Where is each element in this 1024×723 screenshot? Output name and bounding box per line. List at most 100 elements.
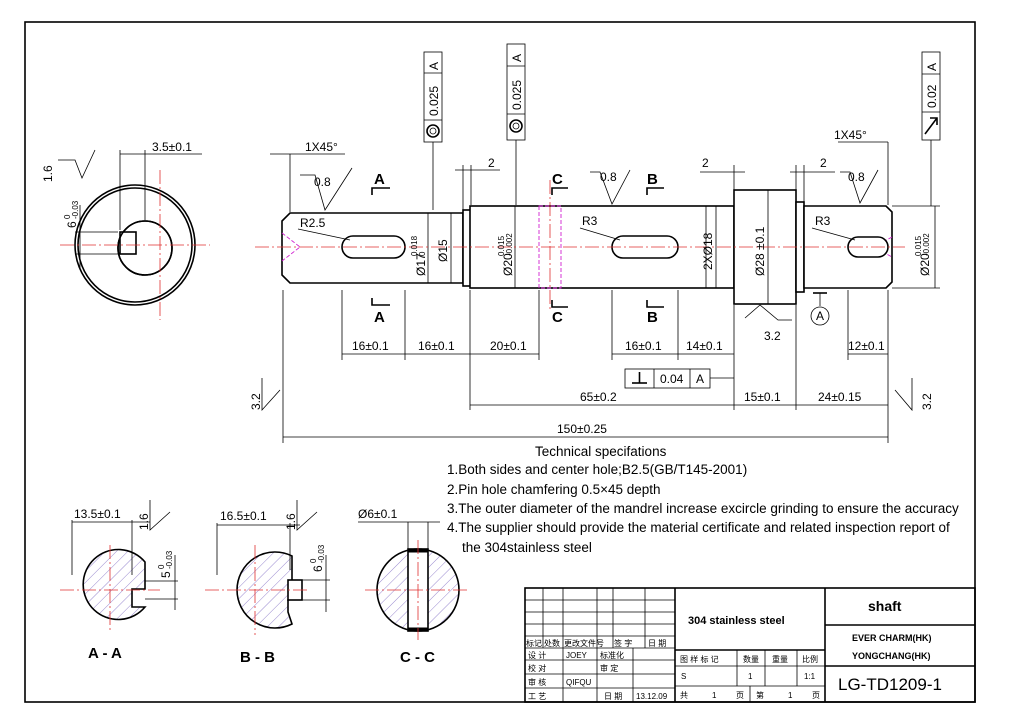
svg-text:-0.002: -0.002 xyxy=(922,233,931,256)
svg-text:12±0.1: 12±0.1 xyxy=(848,339,885,353)
svg-text:A: A xyxy=(427,62,441,70)
section-marks: A A C C B B xyxy=(371,171,664,326)
svg-text:签 字: 签 字 xyxy=(614,638,632,648)
section-view-cc: Ø6±0.1 C - C xyxy=(358,507,470,666)
svg-text:0.025: 0.025 xyxy=(510,80,524,110)
svg-text:0.02: 0.02 xyxy=(925,84,939,108)
svg-text:-0.03: -0.03 xyxy=(317,544,326,563)
svg-text:20±0.1: 20±0.1 xyxy=(490,339,527,353)
svg-text:1X45°: 1X45° xyxy=(834,128,867,142)
svg-text:16.5±0.1: 16.5±0.1 xyxy=(220,509,267,523)
svg-text:1.6: 1.6 xyxy=(41,165,55,182)
svg-text:24±0.15: 24±0.15 xyxy=(818,390,862,404)
svg-text:数量: 数量 xyxy=(743,654,759,664)
svg-text:更改文件号: 更改文件号 xyxy=(564,638,604,648)
svg-text:审 核: 审 核 xyxy=(528,677,546,687)
section-a-top: A xyxy=(374,171,385,188)
svg-text:3.2: 3.2 xyxy=(920,393,934,410)
spec-title: Technical specifations xyxy=(535,444,667,459)
part-name: shaft xyxy=(868,598,902,614)
auditor-name: QIFQU xyxy=(566,678,592,687)
end-view: 3.5±0.1 6 0 -0.03 1.6 xyxy=(41,140,210,320)
svg-text:3.2: 3.2 xyxy=(764,329,781,343)
svg-text:1: 1 xyxy=(712,691,717,700)
dim-end-6: 6 xyxy=(65,221,79,228)
designer-name: JOEY xyxy=(566,651,588,660)
section-a-bottom: A xyxy=(374,309,385,326)
svg-text:设 计: 设 计 xyxy=(528,650,546,660)
r3-mid-label: R3 xyxy=(582,214,598,228)
svg-text:0: 0 xyxy=(309,558,318,563)
svg-text:比例: 比例 xyxy=(802,654,818,664)
section-c-top: C xyxy=(552,171,563,188)
svg-text:日 期: 日 期 xyxy=(648,639,666,648)
svg-text:-0.03: -0.03 xyxy=(71,200,80,219)
shaft-main-view xyxy=(255,180,940,310)
svg-text:1:1: 1:1 xyxy=(804,672,816,681)
svg-text:Ø15: Ø15 xyxy=(436,239,450,262)
company-1: EVER CHARM(HK) xyxy=(852,633,932,643)
svg-text:Ø20: Ø20 xyxy=(501,253,515,276)
svg-text:A: A xyxy=(925,63,939,71)
svg-text:日 期: 日 期 xyxy=(604,692,622,701)
top-dimensions: 1X45° 1X45° 2 2 2 xyxy=(270,128,889,212)
svg-text:0.018: 0.018 xyxy=(410,235,419,256)
svg-text:0.04: 0.04 xyxy=(660,372,684,386)
sheet-border xyxy=(24,21,976,703)
drawing-date: 13.12.09 xyxy=(636,692,668,701)
svg-text:16±0.1: 16±0.1 xyxy=(352,339,389,353)
length-dimensions: 16±0.1 16±0.1 20±0.1 16±0.1 14±0.1 12±0.… xyxy=(282,290,889,443)
material: 304 stainless steel xyxy=(688,615,785,627)
svg-text:2: 2 xyxy=(488,156,495,170)
svg-text:3.The outer diameter of the ma: 3.The outer diameter of the mandrel incr… xyxy=(447,501,959,516)
svg-text:2: 2 xyxy=(702,156,709,170)
section-c-bottom: C xyxy=(552,309,563,326)
svg-text:2.Pin hole chamfering 0.5×45 d: 2.Pin hole chamfering 0.5×45 depth xyxy=(447,482,661,497)
svg-text:16±0.1: 16±0.1 xyxy=(625,339,662,353)
roughness-symbols: 0.8 0.8 0.8 3.2 3.2 3.2 xyxy=(249,167,934,412)
svg-text:图 样 标 记: 图 样 标 记 xyxy=(680,654,719,664)
svg-text:0.025: 0.025 xyxy=(427,86,441,116)
svg-text:1.6: 1.6 xyxy=(284,513,298,530)
svg-text:15±0.1: 15±0.1 xyxy=(744,390,781,404)
svg-text:65±0.2: 65±0.2 xyxy=(580,390,617,404)
svg-text:页: 页 xyxy=(812,691,820,700)
svg-text:1.Both sides and center hole;B: 1.Both sides and center hole;B2.5(GB/T14… xyxy=(447,462,747,477)
svg-text:审 定: 审 定 xyxy=(600,663,618,673)
svg-text:1X45°: 1X45° xyxy=(305,140,338,154)
svg-text:6: 6 xyxy=(311,565,325,572)
tolerance-frame-3: A 0.02 xyxy=(921,51,941,206)
svg-text:1: 1 xyxy=(788,691,793,700)
tolerance-frame-2: A 0.025 xyxy=(506,43,526,205)
svg-text:-0.03: -0.03 xyxy=(165,550,174,569)
svg-text:0: 0 xyxy=(418,251,427,256)
svg-text:16±0.1: 16±0.1 xyxy=(418,339,455,353)
svg-text:1.6: 1.6 xyxy=(137,513,151,530)
title-block: 标记 处数 更改文件号 签 字 日 期 设 计 JOEY 标准化 校 对 审 定… xyxy=(524,587,976,703)
section-cc-title: C - C xyxy=(400,649,435,666)
company-2: YONGCHANG(HK) xyxy=(852,651,931,661)
dim-end-35: 3.5±0.1 xyxy=(152,140,192,154)
svg-text:150±0.25: 150±0.25 xyxy=(557,422,607,436)
svg-text:the 304stainless steel: the 304stainless steel xyxy=(462,540,592,555)
svg-text:0: 0 xyxy=(157,564,166,569)
svg-text:2: 2 xyxy=(820,156,827,170)
tolerance-frame-perp: 0.04 A xyxy=(624,368,734,389)
svg-text:第: 第 xyxy=(756,690,764,700)
svg-text:Ø20: Ø20 xyxy=(918,253,932,276)
svg-text:标记: 标记 xyxy=(526,638,542,648)
svg-text:A: A xyxy=(696,372,704,386)
svg-text:Ø17: Ø17 xyxy=(414,253,428,276)
svg-text:13.5±0.1: 13.5±0.1 xyxy=(74,507,121,521)
svg-text:3.2: 3.2 xyxy=(249,393,263,410)
svg-text:Ø6±0.1: Ø6±0.1 xyxy=(358,507,398,521)
svg-text:处数: 处数 xyxy=(544,638,560,648)
svg-text:0.015: 0.015 xyxy=(497,235,506,256)
section-b-bottom: B xyxy=(647,309,658,326)
datum-a: A xyxy=(810,292,830,326)
svg-text:5: 5 xyxy=(159,571,173,578)
svg-text:-0.002: -0.002 xyxy=(505,233,514,256)
svg-text:校 对: 校 对 xyxy=(528,663,546,673)
section-b-top: B xyxy=(647,171,658,188)
